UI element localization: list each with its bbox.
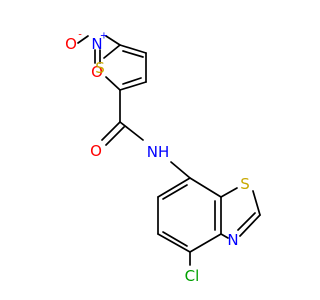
- bond-c5-c4-inner: [122, 50, 144, 58]
- bond-c2b-n-inner: [237, 212, 256, 231]
- bond-c2-s: [105, 76, 121, 91]
- bond-c5-c4: [119, 44, 147, 54]
- atom-nitro-o: O: [91, 63, 103, 81]
- bond-c2b-n: [239, 214, 261, 237]
- bond-c5b-c4b: [157, 233, 191, 253]
- bond-nitro-n-c5: [105, 35, 121, 46]
- atom-nitro-n: N: [91, 35, 102, 53]
- bond-nitro-n-o-minus: [77, 35, 89, 44]
- bond-n-c7: [170, 161, 191, 179]
- bond-s-c2b: [252, 190, 261, 216]
- bond-c7-c6-inner: [162, 184, 188, 200]
- molecule-diagram: O - N + O S O NH S N Cl: [65, 29, 261, 285]
- bond-c4b-c3a: [189, 233, 222, 253]
- atom-thiophene-s: S: [95, 59, 105, 77]
- charge-minus: -: [78, 30, 82, 41]
- bond-c7a-s: [220, 187, 238, 198]
- atom-carbonyl-o: O: [90, 142, 102, 160]
- atom-thiazole-s: S: [240, 175, 250, 193]
- bond-c7-c6: [157, 177, 191, 198]
- bond-c3-c2-inner: [122, 77, 142, 85]
- bond-carbonyl-o-a: [101, 121, 121, 141]
- atom-thiazole-n: N: [227, 231, 238, 249]
- bond-carbonyl-n: [119, 121, 144, 141]
- bond-c5b-c4b-inner: [162, 231, 188, 247]
- structure-svg: O - N + O S O NH S N Cl: [65, 30, 261, 285]
- bond-c3-c2: [119, 81, 147, 91]
- atom-chlorine: Cl: [185, 267, 200, 285]
- bond-c7a-c7: [189, 177, 222, 198]
- bond-n-c3a: [220, 233, 229, 239]
- bond-carbonyl-o-b: [105, 126, 125, 146]
- bond-s-c5: [103, 44, 121, 59]
- charge-plus: +: [100, 31, 108, 42]
- atom-amide-nh: NH: [147, 143, 170, 161]
- atom-nitro-o-minus: O: [65, 35, 77, 53]
